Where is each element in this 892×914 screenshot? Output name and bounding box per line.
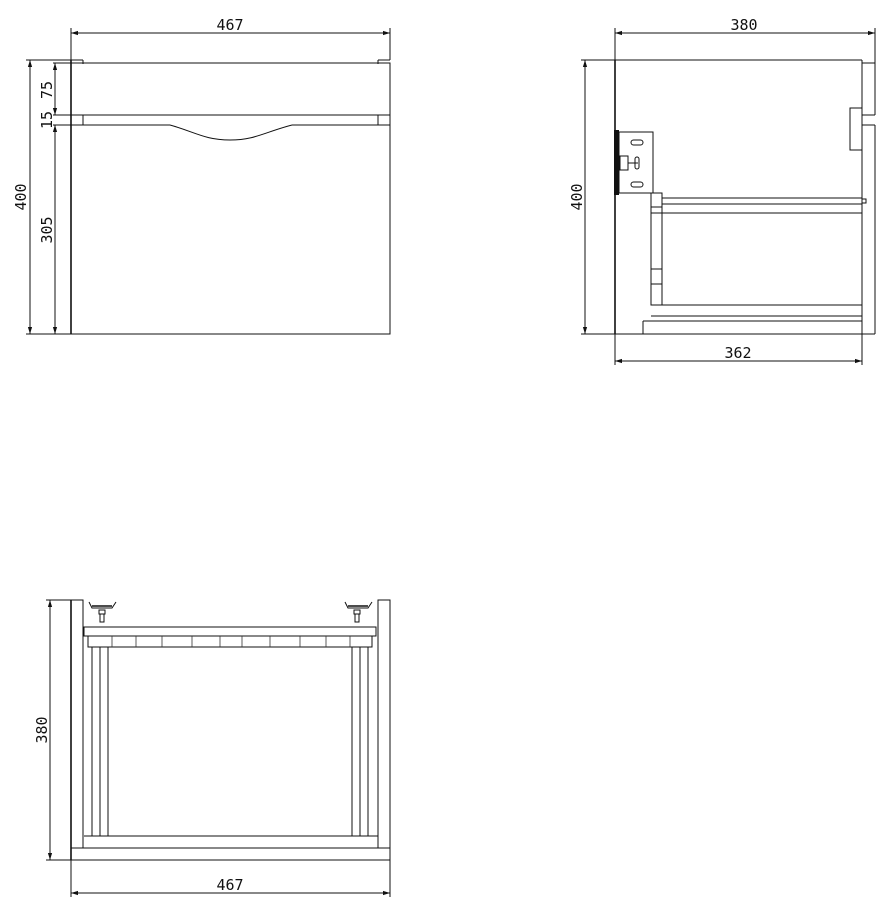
rail-segments: [111, 636, 351, 647]
hanging-bracket-right-icon: [344, 601, 373, 623]
drawer-height-label: 75: [38, 81, 56, 99]
front-width-label: 467: [216, 16, 243, 34]
hanging-bracket-left-icon: [88, 601, 117, 623]
top-depth-label: 380: [33, 716, 51, 743]
gap-height-label: 15: [38, 111, 56, 129]
top-view: 380 467: [33, 599, 391, 897]
side-height-label: 400: [568, 183, 586, 210]
front-view: 467 400 75 15 305: [12, 16, 391, 335]
wall-bracket-icon: [614, 130, 654, 195]
door-height-label: 305: [38, 216, 56, 243]
top-width-label: 467: [216, 876, 243, 894]
handle-curve: [169, 124, 293, 141]
side-depth-label: 380: [730, 16, 757, 34]
side-inner-depth-label: 362: [724, 344, 751, 362]
side-view: 380 400 362: [568, 16, 876, 365]
front-height-label: 400: [12, 183, 30, 210]
